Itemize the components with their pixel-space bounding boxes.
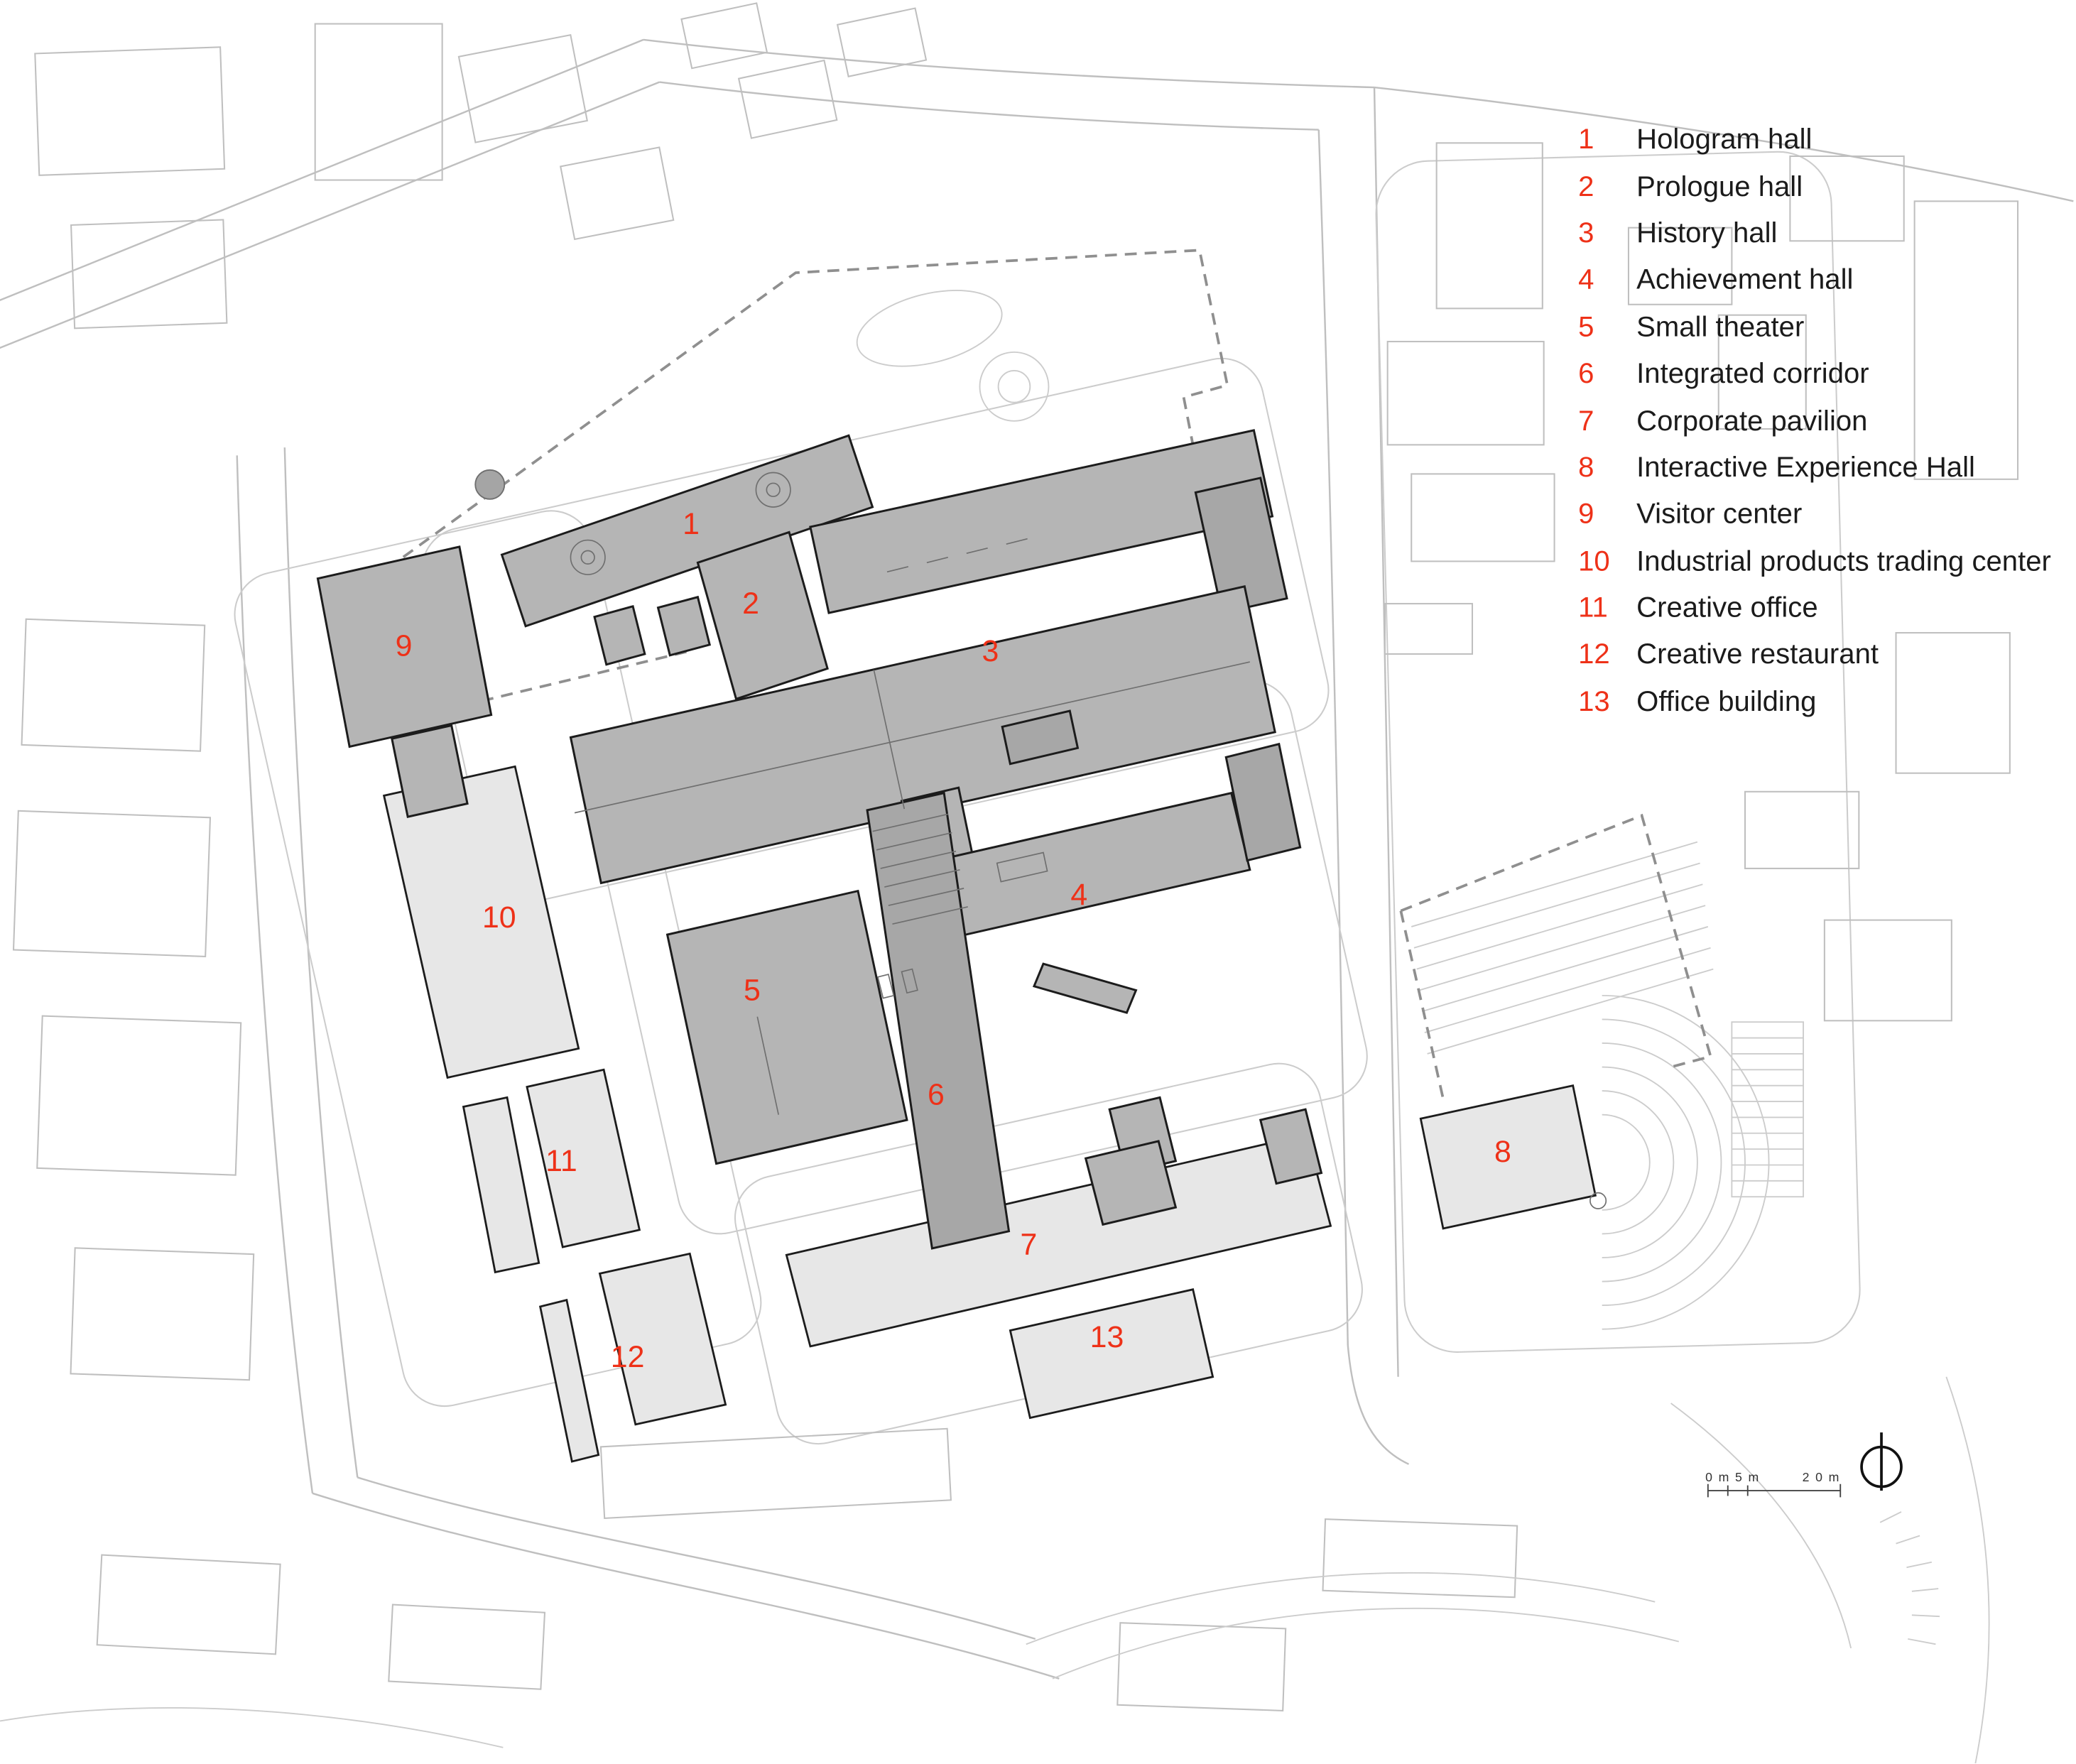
legend-label: Integrated corridor xyxy=(1636,357,1869,390)
building-4-wedge-footprint xyxy=(1032,962,1138,1014)
building-9-annex-footprint xyxy=(391,724,469,818)
legend-label: Visitor center xyxy=(1636,498,1803,530)
building-7-east-block-footprint xyxy=(1259,1108,1323,1185)
landscape-linework xyxy=(0,290,1990,1764)
scale-bar-start-label: 0 m 5 m xyxy=(1705,1471,1761,1486)
legend-label: Interactive Experience Hall xyxy=(1636,451,1975,484)
legend-number: 8 xyxy=(1578,451,1594,484)
legend-item-1: 1 Hologram hall xyxy=(1578,116,2051,163)
building-4-east-footprint xyxy=(1224,742,1302,862)
garden-dot xyxy=(1589,1192,1607,1209)
legend-item-5: 5 Small theater xyxy=(1578,304,2051,351)
legend-item-8: 8 Interactive Experience Hall xyxy=(1578,445,2051,491)
legend-number: 9 xyxy=(1578,498,1594,530)
building-8-footprint xyxy=(1419,1084,1597,1230)
legend-item-7: 7 Corporate pavilion xyxy=(1578,398,2051,445)
building-7-footprint xyxy=(785,1133,1332,1348)
building-12-annex-footprint xyxy=(538,1298,600,1463)
scale-bar-graphics xyxy=(1707,1483,1842,1498)
legend-number: 1 xyxy=(1578,123,1594,156)
legend-number: 5 xyxy=(1578,310,1594,343)
building-13-footprint xyxy=(1009,1288,1214,1420)
legend-number: 3 xyxy=(1578,217,1594,249)
plan-label-13: 13 xyxy=(1089,1319,1124,1354)
legend-label: Prologue hall xyxy=(1636,170,1803,202)
plan-label-1: 1 xyxy=(683,506,700,541)
campus-buildings xyxy=(316,429,1607,1463)
building-3-upper-footprint xyxy=(809,429,1274,614)
pavilion-b-footprint xyxy=(656,595,712,657)
legend-item-4: 4 Achievement hall xyxy=(1578,257,2051,304)
legend-item-11: 11 Creative office xyxy=(1578,585,2051,632)
plan-label-8: 8 xyxy=(1494,1133,1511,1169)
legend-item-3: 3 History hall xyxy=(1578,210,2051,257)
plan-label-12: 12 xyxy=(610,1339,645,1374)
plan-label-6: 6 xyxy=(928,1077,945,1111)
legend-label: Achievement hall xyxy=(1636,263,1854,296)
plan-label-3: 3 xyxy=(982,633,999,668)
plan-label-9: 9 xyxy=(395,628,413,663)
building-1-footprint xyxy=(500,434,874,628)
north-arrow-icon xyxy=(1860,1432,1903,1491)
pavilion-a-footprint xyxy=(593,604,646,666)
building-details xyxy=(474,469,1250,1115)
legend-item-6: 6 Integrated corridor xyxy=(1578,351,2051,398)
plan-label-5: 5 xyxy=(743,972,761,1007)
legend-item-12: 12 Creative restaurant xyxy=(1578,632,2051,679)
scale-bar-end-label: 2 0 m xyxy=(1802,1471,1841,1486)
legend-label: Hologram hall xyxy=(1636,123,1813,156)
plan-label-11: 11 xyxy=(545,1143,577,1178)
legend-label: Industrial products trading center xyxy=(1636,545,2051,577)
legend-number: 10 xyxy=(1578,545,1610,577)
legend-item-10: 10 Industrial products trading center xyxy=(1578,538,2051,585)
legend-item-9: 9 Visitor center xyxy=(1578,491,2051,538)
building-7-dark-block-footprint xyxy=(1084,1140,1178,1226)
plan-label-10: 10 xyxy=(482,899,516,935)
building-5-footprint xyxy=(665,889,908,1165)
legend-number: 4 xyxy=(1578,263,1594,296)
legend-item-13: 13 Office building xyxy=(1578,679,2051,726)
building-10-footprint xyxy=(382,765,580,1079)
legend: 1 Hologram hall 2 Prologue hall 3 History h… xyxy=(1578,116,2051,726)
building-3-east-footprint xyxy=(1194,477,1288,614)
scale-bar: 0 m 5 m 2 0 m xyxy=(1705,1471,1840,1486)
legend-number: 6 xyxy=(1578,357,1594,390)
building-9-footprint xyxy=(316,545,493,748)
legend-number: 7 xyxy=(1578,404,1594,437)
legend-label: Creative office xyxy=(1636,592,1818,624)
legend-label: Small theater xyxy=(1636,310,1805,343)
building-6-corridor-footprint xyxy=(866,791,1011,1250)
legend-number: 13 xyxy=(1578,685,1610,718)
plan-label-7: 7 xyxy=(1020,1226,1038,1261)
building-11-footprint xyxy=(526,1068,641,1248)
legend-number: 2 xyxy=(1578,170,1594,202)
context-buildings xyxy=(12,2,2019,1711)
legend-number: 11 xyxy=(1578,592,1608,624)
building-2-footprint xyxy=(696,530,829,701)
legend-label: Office building xyxy=(1636,685,1817,718)
legend-label: Corporate pavilion xyxy=(1636,404,1868,437)
legend-label: History hall xyxy=(1636,217,1778,249)
plan-label-2: 2 xyxy=(742,585,759,621)
building-11-annex-footprint xyxy=(462,1096,540,1274)
building-12-footprint xyxy=(598,1252,727,1426)
legend-label: Creative restaurant xyxy=(1636,638,1879,671)
legend-item-2: 2 Prologue hall xyxy=(1578,163,2051,210)
plan-label-4: 4 xyxy=(1070,877,1088,912)
legend-number: 12 xyxy=(1578,638,1610,671)
building-3-rooftop-footprint xyxy=(1001,709,1080,766)
